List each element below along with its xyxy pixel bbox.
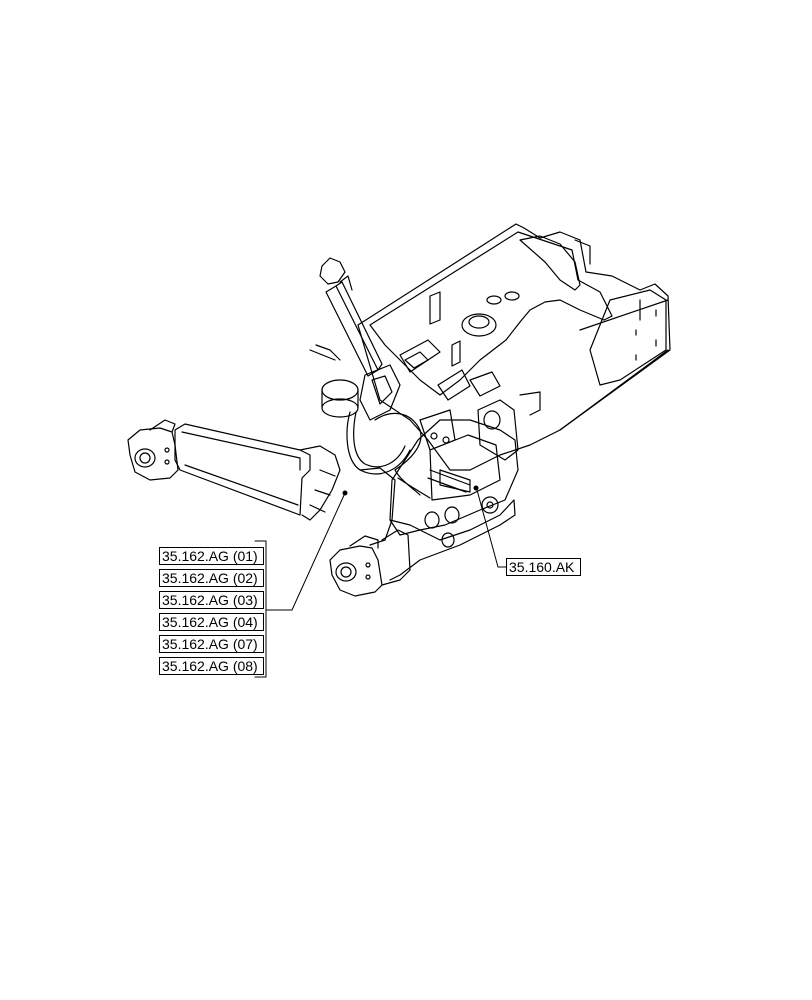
callout-35-160-ak[interactable]: 35.160.AK bbox=[506, 558, 581, 576]
leader-single bbox=[476, 489, 507, 568]
leader-group bbox=[265, 492, 346, 611]
callout-35-162-ag-01[interactable]: 35.162.AG (01) bbox=[159, 547, 264, 565]
callout-35-162-ag-08[interactable]: 35.162.AG (08) bbox=[159, 657, 264, 675]
front-frame bbox=[357, 223, 671, 471]
top-link-cylinder bbox=[309, 257, 401, 421]
hydraulic-hoses bbox=[346, 409, 471, 499]
left-lower-arm bbox=[127, 419, 341, 521]
callout-35-162-ag-03[interactable]: 35.162.AG (03) bbox=[159, 591, 264, 609]
leader-lines bbox=[254, 485, 507, 678]
right-lower-arm bbox=[329, 467, 411, 597]
callout-35-162-ag-02[interactable]: 35.162.AG (02) bbox=[159, 569, 264, 587]
leader-group-bracket bbox=[254, 540, 267, 678]
callout-35-162-ag-07[interactable]: 35.162.AG (07) bbox=[159, 635, 264, 653]
callout-35-162-ag-04[interactable]: 35.162.AG (04) bbox=[159, 613, 264, 631]
